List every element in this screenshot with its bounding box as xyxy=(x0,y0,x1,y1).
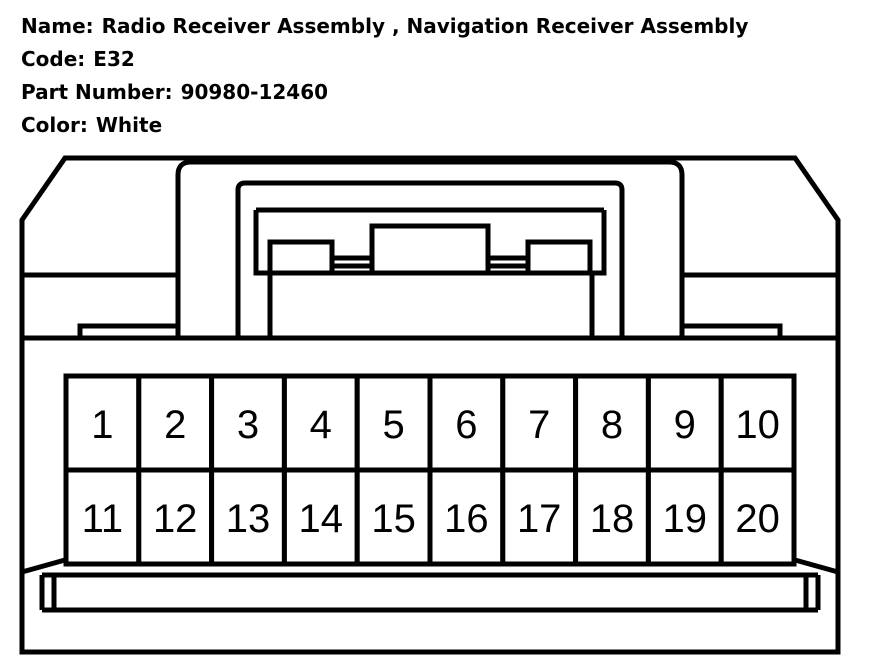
pin-cell xyxy=(136,467,215,567)
pin-cell xyxy=(281,467,360,567)
name-label: Name: xyxy=(21,14,94,38)
pin-number: 3 xyxy=(237,403,259,447)
connector-info: Name: Radio Receiver Assembly , Navigatio… xyxy=(21,10,748,142)
name-value: Radio Receiver Assembly , Navigation Rec… xyxy=(101,14,749,38)
pin-cell xyxy=(281,373,360,473)
connector-housing xyxy=(19,155,841,655)
pin-number: 19 xyxy=(663,497,708,541)
latch-outer xyxy=(235,180,625,338)
pin-number: 15 xyxy=(371,497,416,541)
name-row: Name: Radio Receiver Assembly , Navigatio… xyxy=(21,10,748,43)
center-block xyxy=(175,159,685,338)
pin-cell xyxy=(718,373,797,473)
bottom-left-post xyxy=(39,575,57,610)
pin-number: 1 xyxy=(91,403,113,447)
bottom-left-bevel xyxy=(21,557,66,575)
latch-right-bridge xyxy=(488,255,528,269)
pin-number: 9 xyxy=(674,403,696,447)
bottom-right-post xyxy=(803,575,821,610)
pin-cell xyxy=(427,373,506,473)
part-number-row: Part Number: 90980-12460 xyxy=(21,76,748,109)
latch-center-tab xyxy=(369,223,491,276)
right-shelf xyxy=(682,323,783,338)
pin-number: 10 xyxy=(735,403,780,447)
pin-number: 2 xyxy=(164,403,186,447)
pin-number: 5 xyxy=(382,403,404,447)
color-value: White xyxy=(95,113,163,137)
latch-left-bridge xyxy=(332,255,372,269)
pin-number: 17 xyxy=(517,497,562,541)
pin-cell xyxy=(209,373,287,473)
code-value: E32 xyxy=(93,47,135,71)
pin-number: 12 xyxy=(153,497,198,541)
pin-number: 8 xyxy=(601,403,623,447)
housing-outline xyxy=(19,155,841,655)
pin-number: 20 xyxy=(735,497,780,541)
pin-cell xyxy=(573,467,651,567)
pin-number: 13 xyxy=(226,497,271,541)
part-number-value: 90980-12460 xyxy=(180,80,329,104)
color-label: Color: xyxy=(21,113,88,137)
pin-number: 11 xyxy=(82,497,124,541)
left-shelf xyxy=(77,323,178,338)
pin-cell xyxy=(500,373,579,473)
pin-number: 16 xyxy=(444,497,489,541)
part-number-label: Part Number: xyxy=(21,80,173,104)
pin-number: 18 xyxy=(590,497,635,541)
pin-cell xyxy=(718,467,797,567)
bottom-right-bevel xyxy=(794,557,839,575)
code-row: Code: E32 xyxy=(21,43,748,76)
pin-number: 14 xyxy=(299,497,344,541)
color-row: Color: White xyxy=(21,109,748,142)
pin-number: 7 xyxy=(528,403,550,447)
latch-left-tab xyxy=(267,239,335,276)
pin-number: 4 xyxy=(310,403,332,447)
pin-cell xyxy=(354,467,433,567)
code-label: Code: xyxy=(21,47,86,71)
pin-number: 6 xyxy=(455,403,477,447)
latch-right-tab xyxy=(525,239,593,276)
